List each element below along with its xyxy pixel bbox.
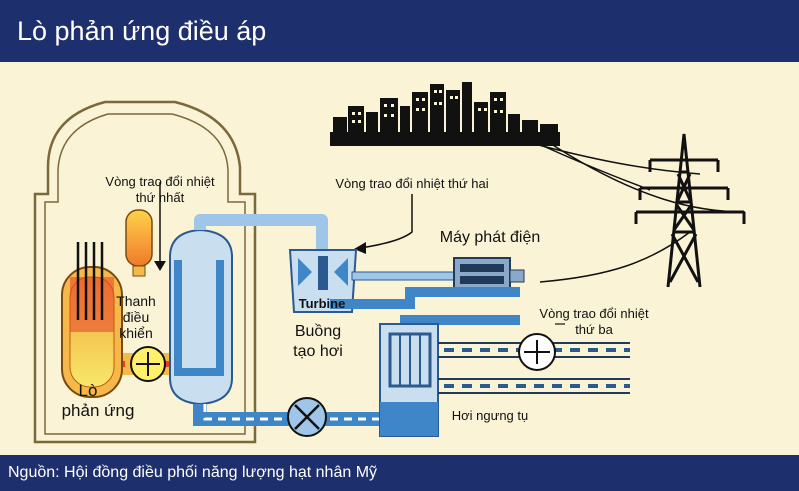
label-generator: Máy phát điện	[440, 229, 541, 246]
cooling-pump	[518, 333, 556, 371]
label-reactor-1: Lò	[79, 381, 98, 400]
turbine-shaft	[351, 271, 455, 281]
page-title: Lò phản ứng điều áp	[0, 0, 799, 62]
primary-pump	[130, 346, 166, 382]
label-condenser: Hơi ngưng tụ	[452, 408, 529, 423]
transmission-tower	[634, 133, 746, 288]
label-turbine: Turbine	[299, 296, 346, 311]
reactor-diagram: Vòng trao đổi nhiệt thứ nhất Thanh điều …	[33, 82, 746, 444]
label-tertiary-loop-2: thứ ba	[575, 322, 613, 337]
label-primary-loop-1: Vòng trao đổi nhiệt	[105, 174, 215, 189]
source-footer: Nguồn: Hội đồng điều phối năng lượng hạt…	[0, 455, 799, 491]
steam-line	[194, 214, 328, 250]
city-skyline	[330, 82, 560, 146]
containment-inner-wall	[44, 113, 246, 435]
label-control-rods-2: điều	[123, 309, 149, 325]
label-control-rods-3: khiển	[119, 325, 152, 341]
pressurizer	[125, 209, 153, 277]
control-rods	[76, 242, 104, 320]
reactor-vessel	[61, 266, 123, 398]
label-tertiary-loop-1: Vòng trao đổi nhiệt	[539, 306, 649, 321]
label-primary-loop-2: thứ nhất	[136, 190, 185, 205]
diagram-canvas: Vòng trao đổi nhiệt thứ nhất Thanh điều …	[0, 62, 799, 455]
containment-building	[33, 100, 257, 444]
feedwater-pump	[287, 397, 327, 437]
skyline-windows	[352, 90, 503, 123]
label-steam-gen-1: Buồng	[295, 323, 341, 340]
turbine-unit	[288, 249, 358, 313]
label-secondary-loop: Vòng trao đổi nhiệt thứ hai	[335, 176, 488, 191]
label-control-rods-1: Thanh	[116, 293, 156, 309]
secondary-loop-arrow	[359, 194, 413, 249]
steam-generator	[169, 228, 233, 406]
label-steam-gen-2: tạo hơi	[293, 343, 343, 360]
condenser	[379, 323, 439, 437]
condensate-return	[330, 287, 520, 309]
secondary-loop-arrowhead	[354, 242, 366, 254]
label-reactor-2: phản ứng	[62, 401, 135, 420]
primary-loop-arrowhead	[154, 261, 166, 271]
